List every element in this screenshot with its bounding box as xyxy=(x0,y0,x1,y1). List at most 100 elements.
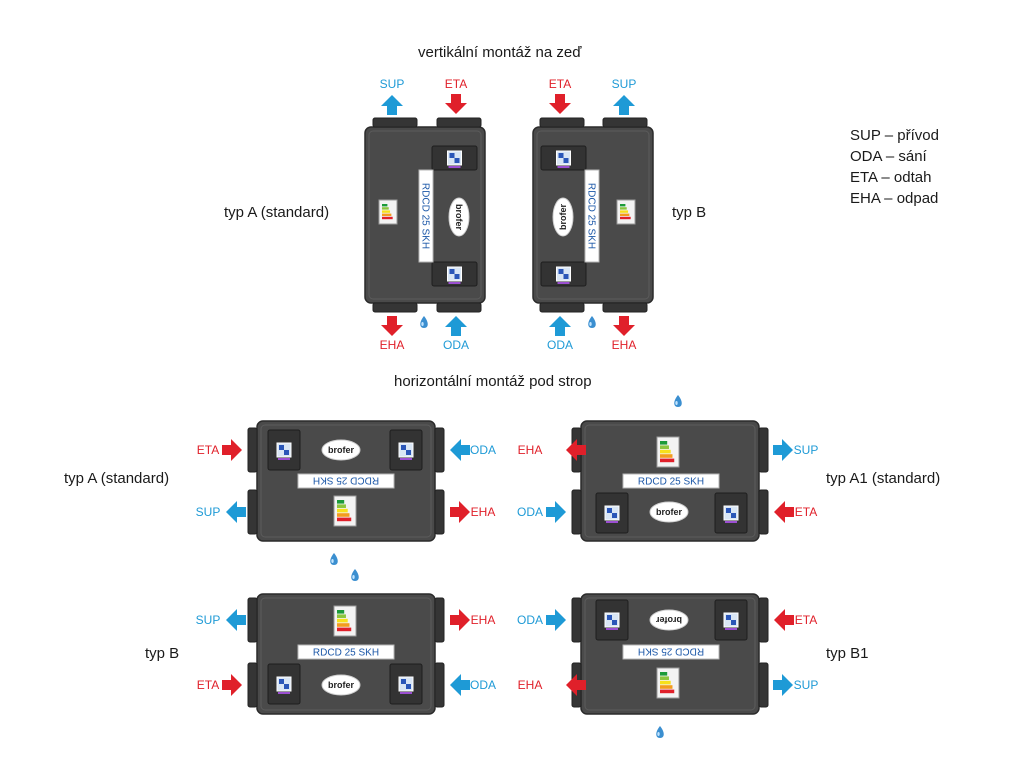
energy-label-bar xyxy=(337,513,350,517)
port-label-oda: ODA xyxy=(517,505,543,519)
drop-highlight xyxy=(589,322,592,326)
drop-shape xyxy=(420,316,428,328)
model-name: RDCD 25 SKH xyxy=(420,183,431,249)
filter-sticker-mark xyxy=(279,445,284,450)
port-label-eha: EHA xyxy=(471,505,496,519)
condensate-drop-icon xyxy=(351,569,359,581)
arrow-oda-left xyxy=(450,674,470,696)
label-vertical-type-b: typ B xyxy=(672,204,707,221)
brofer-logo: brofer xyxy=(649,609,689,631)
brofer-logo: brofer xyxy=(321,674,361,696)
label-horizontal-type-b1: typ B1 xyxy=(826,645,869,662)
energy-label-bar xyxy=(660,676,669,680)
arrow-eha-down xyxy=(381,316,403,336)
unit-casing-inner xyxy=(584,424,756,538)
logo-badge xyxy=(649,501,689,523)
energy-label-bar xyxy=(382,207,389,210)
arrow-shape xyxy=(445,94,467,114)
brand-name: brofer xyxy=(558,204,568,231)
vertical-section-title: vertikální montáž na zeď xyxy=(418,44,582,61)
arrow-shape xyxy=(445,316,467,336)
port-label-oda: ODA xyxy=(443,338,469,352)
arrow-shape xyxy=(566,674,586,696)
energy-label-bar xyxy=(337,517,352,522)
energy-label-bar xyxy=(660,689,675,694)
filter-sticker-strip xyxy=(448,166,461,168)
legend-item-eta: ETA – odtah xyxy=(850,169,932,186)
brand-name: brofer xyxy=(454,204,464,231)
energy-label-bar xyxy=(660,672,668,676)
filter-sticker-strip xyxy=(725,628,737,630)
arrow-eta-down xyxy=(549,94,571,114)
brand-name: brofer xyxy=(328,680,355,690)
filter-sticker-mark xyxy=(607,615,612,620)
filter-cover xyxy=(431,145,478,171)
model-plate-frame xyxy=(584,169,600,263)
duct-spigot xyxy=(602,302,648,313)
filter-sticker-strip xyxy=(725,521,737,523)
port-label-sup: SUP xyxy=(794,443,819,457)
legend: SUP – přívod ODA – sání ETA – odtah EHA … xyxy=(850,125,939,209)
arrow-shape xyxy=(773,439,793,461)
unit-casing-inner xyxy=(260,424,432,538)
arrow-sup-up xyxy=(381,95,403,115)
energy-label-bar xyxy=(620,216,631,220)
model-plate-frame xyxy=(622,473,720,489)
filter-sticker-strip xyxy=(400,458,412,460)
energy-label xyxy=(333,605,357,637)
arrow-shape xyxy=(549,94,571,114)
model-plate: RDCD 25 SKH xyxy=(297,473,395,489)
energy-label-bar xyxy=(660,458,675,463)
drop-shape xyxy=(588,316,596,328)
energy-label-bar xyxy=(337,618,348,623)
arrow-shape xyxy=(222,439,242,461)
filter-sticker-mark xyxy=(284,450,289,455)
model-plate: RDCD 25 SKH xyxy=(297,644,395,660)
energy-label-bar xyxy=(382,213,392,216)
port-label-oda: ODA xyxy=(470,678,496,692)
drop-shape xyxy=(351,569,359,581)
logo-badge xyxy=(552,197,574,237)
filter-sticker-strip xyxy=(606,628,618,630)
duct-spigot xyxy=(758,427,769,473)
energy-label-bar xyxy=(660,449,671,454)
arrow-eta-right xyxy=(222,674,242,696)
arrow-eha-down xyxy=(613,316,635,336)
port-label-sup: SUP xyxy=(612,77,637,91)
filter-cover xyxy=(431,261,478,287)
drop-highlight xyxy=(421,322,424,326)
port-label-oda: ODA xyxy=(547,338,573,352)
port-label-eta: ETA xyxy=(549,77,571,91)
drop-highlight xyxy=(675,401,678,405)
filter-sticker-mark xyxy=(454,274,460,279)
arrow-sup-right xyxy=(773,439,793,461)
unit-casing-inner xyxy=(584,597,756,711)
filter-cover xyxy=(714,492,748,534)
arrow-eha-right xyxy=(450,501,470,523)
unit-casing-inner xyxy=(368,130,482,300)
energy-label-bar xyxy=(620,207,627,210)
arrow-shape xyxy=(226,609,246,631)
brand-name: brofer xyxy=(328,445,355,455)
model-name: RDCD 25 SKH xyxy=(638,477,704,488)
filter-sticker-mark xyxy=(406,450,411,455)
port-label-eta: ETA xyxy=(197,678,219,692)
filter-sticker-mark xyxy=(401,445,406,450)
arrow-shape xyxy=(450,674,470,696)
arrow-shape xyxy=(773,674,793,696)
filter-sticker-mark xyxy=(726,508,731,513)
energy-label-bar xyxy=(660,445,669,449)
filter-sticker-mark xyxy=(558,153,564,158)
model-name: RDCD 25 SKH xyxy=(638,646,704,657)
drop-highlight xyxy=(352,575,355,579)
arrow-sup-left xyxy=(226,501,246,523)
arrow-eta-right xyxy=(222,439,242,461)
arrow-shape xyxy=(450,439,470,461)
label-vertical-type-a: typ A (standard) xyxy=(224,204,330,221)
condensate-drop-icon xyxy=(674,395,682,407)
port-label-eta: ETA xyxy=(795,505,817,519)
filter-sticker-mark xyxy=(612,513,617,518)
filter-sticker-mark xyxy=(454,158,460,163)
arrow-oda-right xyxy=(546,609,566,631)
